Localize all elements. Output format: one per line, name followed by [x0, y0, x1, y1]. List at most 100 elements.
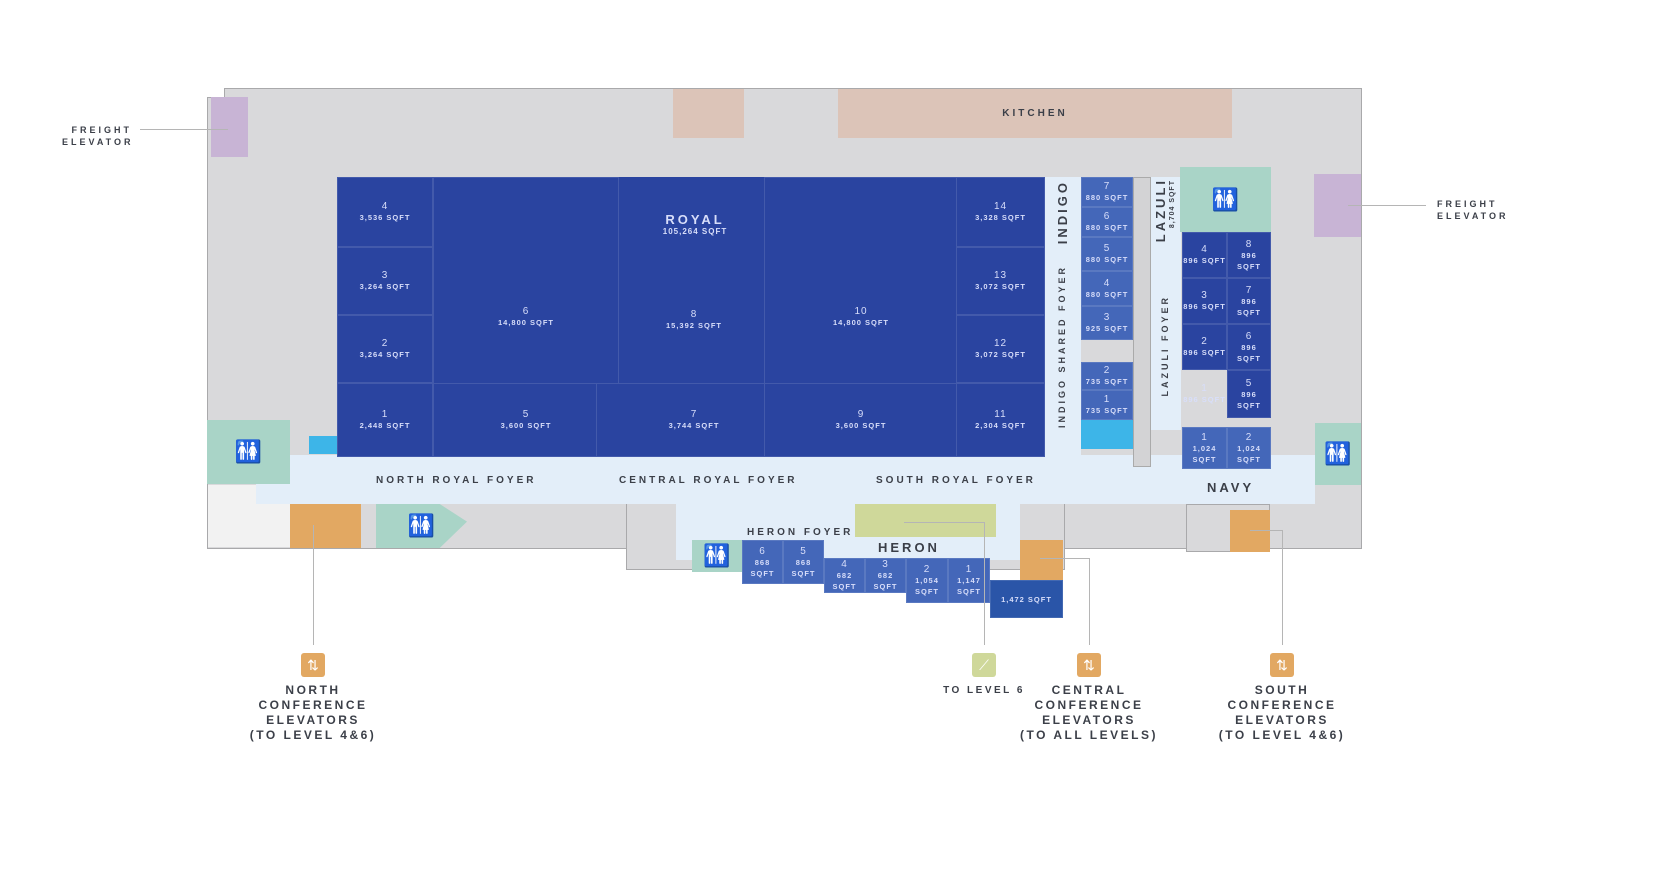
room-sqft: 896 SQFT	[1237, 250, 1261, 271]
escalator-icon: ⟋	[972, 653, 996, 677]
room-sqft: 1,024 SQFT	[1192, 443, 1217, 464]
legend-line: (TO LEVEL 4&6)	[249, 728, 377, 742]
freight-elevator-right-label: FREIGHT ELEVATOR	[1437, 199, 1509, 221]
north-royal-foyer-label: NORTH ROYAL FOYER	[376, 475, 537, 486]
room-sqft: 14,800 SQFT	[832, 318, 890, 327]
navy-label: NAVY	[1207, 480, 1255, 495]
heron-room-unnamed[interactable]: 1,472 SQFT	[990, 580, 1063, 618]
room-number: 4	[381, 201, 389, 212]
heron-foyer-label: HERON FOYER	[747, 527, 854, 538]
south-royal-foyer-label: SOUTH ROYAL FOYER	[876, 475, 1036, 486]
leader-line	[1089, 558, 1090, 645]
room-number: 6	[1245, 330, 1253, 342]
room-sqft: 682 SQFT	[873, 571, 898, 591]
room-number: 2	[923, 564, 931, 575]
room-number: 2	[1201, 336, 1208, 347]
room-sqft: 14,800 SQFT	[497, 318, 555, 327]
leader-line	[1348, 205, 1426, 206]
room-number: 2	[1103, 365, 1111, 376]
north-conference-elevators[interactable]	[290, 504, 361, 548]
indigo-service-room	[1081, 420, 1133, 449]
room-sqft: 3,328 SQFT	[975, 213, 1026, 222]
room-sqft: 880 SQFT	[1085, 193, 1129, 202]
leader-line	[140, 129, 228, 130]
service-corridor	[1133, 177, 1151, 467]
escalator-to-level-6[interactable]	[855, 504, 996, 537]
room-number: 1	[1103, 394, 1111, 405]
room-sqft: 880 SQFT	[1085, 289, 1129, 299]
elevator-icon: ⇅	[1077, 653, 1101, 677]
room-sqft: 3,536 SQFT	[359, 213, 411, 222]
room-number: 7	[1245, 284, 1253, 296]
legend-line: NORTH	[285, 683, 341, 697]
central-conference-elevators[interactable]	[1020, 540, 1063, 580]
room-number: 9	[857, 409, 865, 420]
room-number: 1	[381, 409, 389, 420]
room-sqft: 925 SQFT	[1085, 324, 1129, 333]
room-sqft: 896 SQFT	[1183, 395, 1226, 404]
kitchen[interactable]: KITCHEN	[838, 89, 1232, 138]
room-number: 5	[1103, 243, 1111, 254]
freight-elevator-left-label: FREIGHT ELEVATOR	[62, 125, 134, 147]
room-number: 1	[1201, 431, 1208, 443]
legend-line: ELEVATORS	[1042, 713, 1136, 727]
room-number: 13	[993, 270, 1008, 281]
room-number: 7	[1103, 181, 1111, 192]
room-number: 3	[882, 559, 889, 570]
room-sqft: 3,744 SQFT	[668, 421, 720, 430]
legend-line: CONFERENCE	[1034, 698, 1144, 712]
room-number: 3	[1103, 312, 1111, 323]
room-sqft: 3,072 SQFT	[975, 350, 1026, 359]
restroom-heron: 🚻	[692, 540, 742, 572]
room-sqft: 1,147 SQFT	[957, 576, 981, 596]
kitchen-annex	[673, 89, 744, 138]
lazuli-foyer[interactable]	[1151, 177, 1181, 430]
freight-elevator-left[interactable]	[211, 97, 248, 157]
legend-line: TO LEVEL 6	[943, 685, 1025, 696]
indigo-shared-foyer[interactable]	[1045, 177, 1081, 457]
room-number: 5	[522, 409, 530, 420]
room-number: 14	[993, 201, 1008, 212]
room-number: 6	[522, 306, 530, 317]
south-conference-elevators[interactable]	[1230, 510, 1270, 552]
room-number: 2	[381, 338, 389, 349]
